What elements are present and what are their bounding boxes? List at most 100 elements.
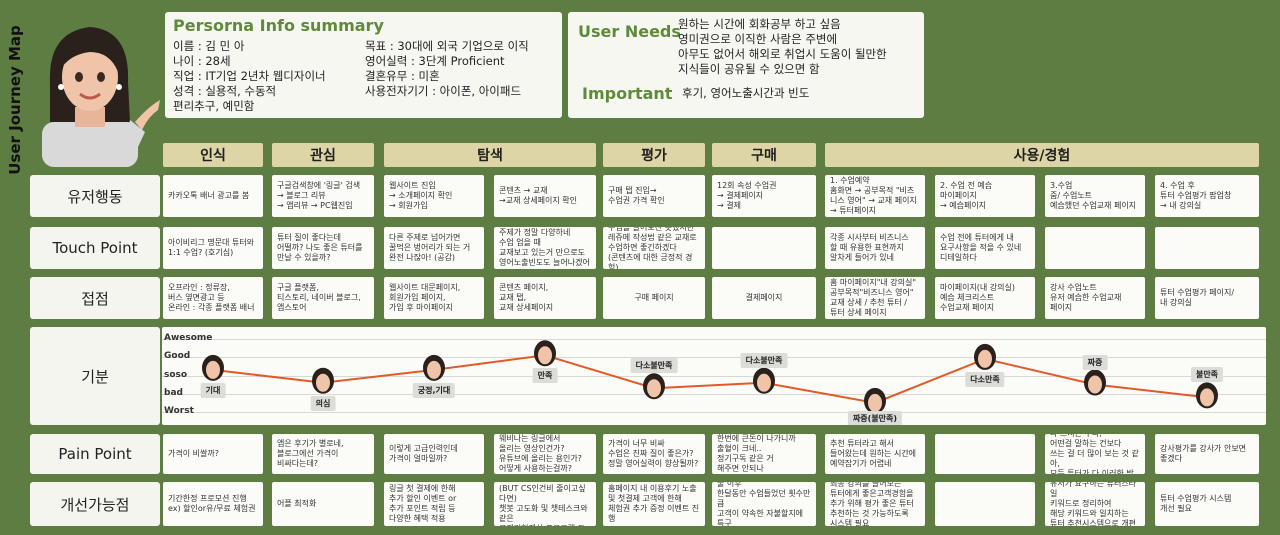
persona-line: 사용전자기기 : 아이폰, 아이패드 [365,84,522,98]
persona-line: 직업 : IT기업 2년차 웹디자이너 [173,69,326,83]
user-action-cell: 1. 수업예약 홈화면 → 공부목적 "비즈니스 영어" → 교재 페이지 → … [825,175,925,217]
persona-line: 목표 : 30대에 외국 기업으로 이직 [365,39,529,53]
persona-avatar-illustration [42,27,160,167]
stage-interest: 관심 [272,143,374,167]
touch-point-cell [1045,227,1145,269]
pain-point-cell: 한번에 큰돈이 나가니까 출혈이 크네.. 정기구독 같은 거 해주면 안되나 [712,434,816,474]
user-needs-line: 지식들이 공유될 수 있으면 함 [678,62,820,76]
mood-label: 다소불만족 [630,358,678,374]
persona-line: 이름 : 김 민 아 [173,39,245,53]
pain-point-cell: 수업노트에 말했던 내용을 다 쓰시는 구나, 어떤걸 말하는 건보다 쓰는 걸… [1045,434,1145,474]
improvement-cell: 튜터 수업평가 시스템 개선 필요 [1155,482,1259,526]
mood-level-bad: bad [164,388,183,398]
pain-point-cell: 추천 튜터라고 해서 들어왔는데 원하는 시간에 예약잡기가 어렵네 [825,434,925,474]
improvement-cell: 고객상담창구 노출빈도 높이기 (BUT CS인건비 줄이고싶다면) 챗봇 고도… [494,482,596,526]
user-needs-card: User Needs 원하는 시간에 회화공부 하고 싶음 영미권으로 이직한 … [568,12,924,118]
mood-face-marker [864,387,886,414]
mood-level-worst: Worst [164,406,194,416]
mood-face-marker [202,354,224,381]
pain-point-cell [935,434,1035,474]
user-action-cell: 콘텐츠 → 교재 →교재 상세페이지 확인 [494,175,596,217]
persona-line: 나이 : 28세 [173,54,231,68]
mood-label: 다소만족 [965,371,1005,387]
mood-face-marker [974,343,996,370]
touch-point-cell: 수업 전에 튜터에게 내 요구사항을 적을 수 있네 디테일하다 [935,227,1035,269]
touch-point-cell [712,227,816,269]
stage-awareness: 인식 [163,143,263,167]
touch-point-cell: 아이비리그 명문대 튜터와 1:1 수업? (호기심) [163,227,263,269]
mood-label: 다소불만족 [740,352,788,368]
user-needs-label: User Needs [578,22,681,41]
improvement-cell [935,482,1035,526]
mood-level-awesome: Awesome [164,333,213,343]
touch-point-cell: 수업을 들어보진 못했지만 레쥬메 작성법 같은 교재로 수업하면 좋긴하겠다 … [603,227,705,269]
improvement-cell: 홈페이지 내 이용후기 노출 및 첫결제 고객에 한해 체험권 추가 증정 이벤… [603,482,705,526]
mood-face-marker [643,373,665,400]
user-action-cell: 4. 수업 후 튜터 수업평가 팝업창 → 내 강의실 [1155,175,1259,217]
user-needs-line: 원하는 시간에 회화공부 하고 싶음 [678,17,841,31]
contact-cell: 결제페이지 [712,277,816,319]
contact-cell: 마이페이지(내 강의실) 예습 체크리스트 수업교재 페이지 [935,277,1035,319]
contact-cell: 강사 수업노트 유저 예습한 수업교재 페이지 [1045,277,1145,319]
improvement-cell: 수업 이용을 경험한 신규도 결제 → 처음 일정한 기간이용 지불 이후 한달… [712,482,816,526]
contact-cell: 구매 페이지 [603,277,705,319]
touch-point-cell: 다른 주제로 넘어가면 꿀먹은 벙어리가 되는 거 완전 나잖아! (공감) [384,227,484,269]
contact-cell: 콘텐츠 페이지, 교재 탭, 교재 상세페이지 [494,277,596,319]
stage-explore: 탐색 [384,143,596,167]
contact-cell: 웹사이트 대문페이지, 회원가입 페이지, 가입 후 마이페이지 [384,277,484,319]
touch-point-cell [1155,227,1259,269]
stage-evaluate: 평가 [603,143,705,167]
improvement-cell: 최종 강의를 들어보는 튜터에게 좋은고객경험을 추가 위해 평가 좋은 튜터 … [825,482,925,526]
mood-label: 만족 [532,368,558,384]
persona-line: 결혼유무 : 미혼 [365,69,440,83]
user-action-cell: 12회 속성 수업권 → 결제페이지 → 결제 [712,175,816,217]
mood-face-marker [753,367,775,394]
persona-line: 성격 : 실용적, 수동적 [173,84,277,98]
mood-label: 의심 [310,395,336,411]
important-text: 후기, 영어노출시간과 빈도 [682,86,810,100]
pain-point-cell: 이렇게 고급인력인데 가격이 얼마일까? [384,434,484,474]
mood-label: 짜증(불만족) [847,411,903,425]
user-needs-line: 영미권으로 이직한 사람은 주변에 [678,32,838,46]
user-action-cell: 카카오톡 배너 광고를 봄 [163,175,263,217]
improvement-cell: 어플 최적화 [272,482,374,526]
improvement-cell: 링글 첫 결제에 한해 추가 할인 이벤트 or 추가 포인트 적립 등 다양한… [384,482,484,526]
pain-point-cell: 강사평가를 강사가 안보면 좋겠다 [1155,434,1259,474]
mood-face-marker [423,354,445,381]
mood-line-plot [202,340,1218,414]
row-label-user-action: 유저행동 [30,175,160,217]
mood-label: 기대 [200,382,226,398]
user-action-cell: 구매 탭 진입→ 수업권 가격 확인 [603,175,705,217]
mood-face-marker [312,367,334,394]
user-needs-line: 아무도 없어서 해외로 취업시 도움이 될만한 [678,47,887,61]
row-label-mood: 기분 [30,327,160,425]
mood-face-marker [1084,369,1106,396]
persona-line: 영어실력 : 3단계 Proficient [365,54,505,68]
row-label-improvement: 개선가능점 [30,482,160,526]
pain-point-cell: 가격이 너무 비싸 수업은 진짜 질이 좋은가? 정말 영어실력이 향상될까? [603,434,705,474]
persona-title: Persorna Info summary [173,16,384,35]
user-action-cell: 2. 수업 전 예습 마이페이지 → 예습페이지 [935,175,1035,217]
pain-point-cell: 앱은 후기가 별로네, 블로그에선 가격이 비싸다는데? [272,434,374,474]
pain-point-cell: 웨비나는 링글에서 올리는 영상인건가? 유튜브에 올리는 용인가? 어떻게 사… [494,434,596,474]
row-label-contact: 접점 [30,277,160,319]
stage-usage: 사용/경험 [825,143,1259,167]
improvement-cell: 기간한정 프로모션 진행 ex) 할인or유/무료 체험권 [163,482,263,526]
contact-cell: 오프라인 : 정류장, 버스 옆면광고 등 온라인 : 각종 플랫폼 배너 [163,277,263,319]
touch-point-cell: 튜터 질이 좋다는데 어떨까? 나도 좋은 튜터를 만날 수 있을까? [272,227,374,269]
contact-cell: 구글 플랫폼, 티스토리, 네이버 블로그, 앱스토어 [272,277,374,319]
persona-line: 편리추구, 예민함 [173,99,255,113]
row-label-pain-point: Pain Point [30,434,160,474]
mood-label: 불만족 [1190,367,1224,383]
side-title: User Journey Map [6,25,24,175]
mood-face-marker [534,340,556,367]
contact-cell: 홈 마이페이지"내 강의실" 공부목적"비즈니스 영어" 교재 상세 / 추천 … [825,277,925,319]
pain-point-cell: 가격이 비쌀까? [163,434,263,474]
mood-face-marker [1196,382,1218,409]
touch-point-cell: 각종 시사부터 비즈니스 할 때 유용한 표현까지 알차게 들어가 있네 [825,227,925,269]
user-action-cell: 웹사이트 진입 → 소개페이지 확인 → 회원가입 [384,175,484,217]
persona-info-card: Persorna Info summary 이름 : 김 민 아 나이 : 28… [165,12,562,118]
improvement-cell: 유저가 요구하는 튜터스타일 키워드로 정리하여 해당 키워드와 일치하는 튜터… [1045,482,1145,526]
user-action-cell: 3.수업 줌/ 수업노트 예습했던 수업교재 페이지 [1045,175,1145,217]
